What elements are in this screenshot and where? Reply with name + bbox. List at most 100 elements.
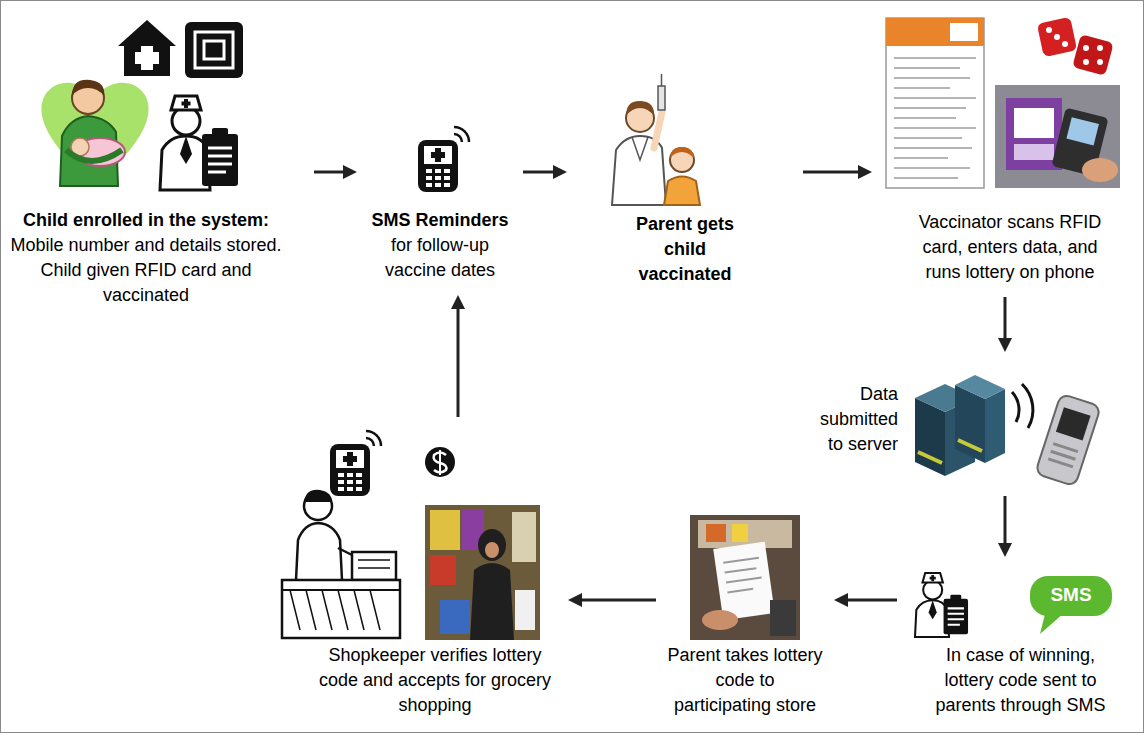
step-text-block: Child enrolled in the system:Mobile numb… (6, 208, 286, 308)
dice-icon (1054, 34, 1060, 40)
doctor-and-child-figure (626, 101, 654, 116)
shopkeeper-figure (304, 490, 332, 502)
rfid-scan-photo (1014, 108, 1054, 138)
grocery-store-photo (515, 590, 535, 630)
shopkeeper-figure (282, 490, 400, 638)
rfid-scan-photo (995, 85, 1120, 188)
rfid-scan-photo (1014, 144, 1054, 160)
store-receipt-photo (732, 524, 748, 542)
arrow-line (314, 171, 345, 174)
dice-icon (1062, 41, 1068, 47)
process-step: Parent gets child vaccinated (575, 88, 795, 291)
arrow-line (580, 599, 656, 602)
vaccination-card-picture (894, 58, 976, 178)
store-receipt-photo (713, 542, 775, 621)
flow-arrow (451, 295, 465, 417)
money-icon (425, 447, 455, 477)
doctor-and-child-figure (658, 86, 665, 110)
parent-with-baby-figure (41, 80, 148, 186)
rfid-card-icon (185, 22, 243, 78)
server-icon (985, 389, 1005, 463)
flow-arrow (568, 593, 656, 607)
mobile-phone-icon (1012, 392, 1019, 422)
doctor-and-child-figure (664, 177, 700, 206)
mobile-phone-icon (1035, 394, 1101, 487)
shopkeeper-figure (352, 552, 396, 580)
server-icon (915, 375, 1005, 476)
step-text: for follow-up vaccine dates (365, 233, 515, 283)
grocery-store-photo (425, 505, 540, 640)
sms-bubble (1040, 610, 1064, 634)
flow-arrow (314, 165, 357, 179)
mobile-phone-icon (1022, 384, 1033, 428)
shopkeeper-figure (282, 589, 400, 591)
arrow-head (451, 295, 465, 309)
step-text-block: Data submitted to server (808, 382, 898, 457)
process-step: Child enrolled in the system:Mobile numb… (6, 15, 306, 312)
dice-icon (1083, 45, 1089, 51)
rfid-card-icon (204, 41, 224, 59)
dice-icon (1037, 17, 1077, 57)
flow-arrow (523, 165, 567, 179)
process-step: Parent takes lottery code to participati… (664, 512, 826, 722)
bubble-label: SMS (1030, 584, 1112, 606)
arrow-line (1004, 297, 1007, 340)
rfid-card-icon (185, 22, 243, 78)
step-text-block: SMS Remindersfor follow-up vaccine dates (365, 208, 515, 283)
grocery-store-photo (470, 563, 514, 640)
flow-arrow (998, 297, 1012, 352)
flow-arrow (803, 165, 872, 179)
flow-arrow (834, 593, 897, 607)
step-text-block: Parent takes lottery code to participati… (666, 643, 824, 718)
step-text: Mobile number and details stored. Child … (6, 233, 286, 308)
step-text: Vaccinator scans RFID card, enters data,… (910, 210, 1110, 285)
step-heading: Child enrolled in the system: (6, 208, 286, 233)
arrow-line (1004, 496, 1007, 545)
server-icon (955, 375, 1005, 399)
step-text: In case of winning, lottery code sent to… (928, 643, 1113, 718)
nurse-icon (160, 96, 238, 190)
dice-icon (1046, 27, 1052, 33)
grocery-store-photo (430, 555, 456, 585)
process-step: Vaccinator scans RFID card, enters data,… (880, 12, 1138, 289)
grocery-store-photo (485, 542, 499, 558)
arrow-head (998, 338, 1012, 352)
store-receipt-photo (702, 610, 738, 630)
store-receipt-photo (723, 558, 763, 593)
store-receipt-photo (706, 524, 726, 542)
mobile-phone-icon (1012, 384, 1101, 486)
money-icon (425, 447, 455, 477)
step-text: Parent takes lottery code to participati… (666, 643, 824, 718)
process-step: In case of winning, lottery code sent to… (905, 565, 1138, 722)
mobile-phone-icon (1048, 444, 1078, 467)
grocery-store-photo (440, 600, 470, 634)
store-receipt-photo (690, 515, 800, 640)
step-text-block: Vaccinator scans RFID card, enters data,… (910, 210, 1110, 285)
vaccination-card-picture (886, 18, 984, 46)
arrow-head (834, 593, 848, 607)
hospital-icon (135, 52, 159, 64)
vaccination-card-picture (886, 18, 984, 188)
shopkeeper-figure (290, 590, 380, 630)
arrow-head (568, 593, 582, 607)
rfid-scan-photo (1066, 117, 1098, 145)
store-receipt-photo (698, 520, 792, 548)
dice-icon (1072, 34, 1114, 76)
parent-with-baby-figure (41, 83, 148, 186)
store-receipt-photo (770, 600, 796, 636)
dice-icon (1097, 45, 1103, 51)
server-icon (918, 440, 982, 463)
flow-arrow (998, 496, 1012, 557)
mobile-phone-icon (1035, 394, 1101, 487)
rfid-card-icon (195, 32, 233, 68)
process-step: Shopkeeper verifies lottery code and acc… (278, 425, 560, 722)
arrow-line (803, 171, 860, 174)
hospital-icon (118, 20, 176, 76)
phone-icon (330, 431, 381, 496)
arrow-head (998, 543, 1012, 557)
arrow-head (343, 165, 357, 179)
doctor-and-child-figure (632, 137, 648, 160)
doctor-and-child-figure (661, 74, 663, 86)
